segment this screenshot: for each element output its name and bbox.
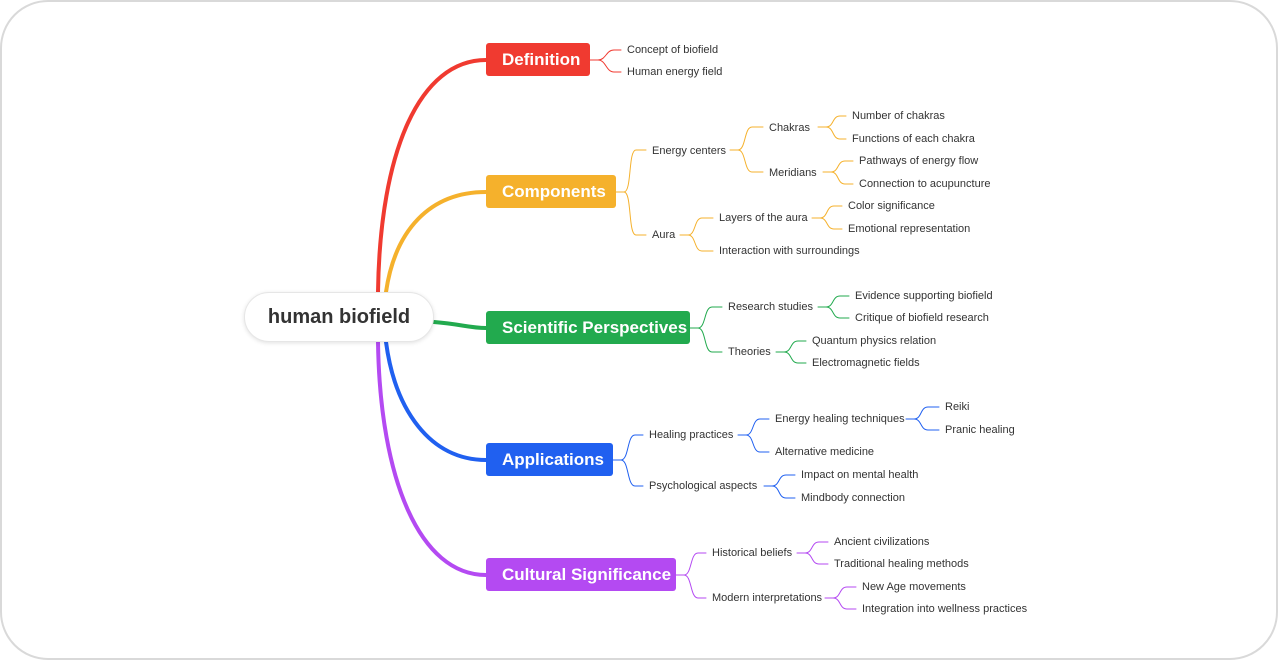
node-evidence-supporting-biofield[interactable]: Evidence supporting biofield [855, 290, 993, 302]
branch-applications[interactable]: Applications [486, 443, 613, 476]
node-traditional-healing-methods[interactable]: Traditional healing methods [834, 558, 969, 570]
node-integration-into-wellness-practices[interactable]: Integration into wellness practices [862, 603, 1028, 615]
node-meridians[interactable]: Meridians [769, 167, 817, 179]
node-theories[interactable]: Theories [728, 346, 771, 358]
node-aura[interactable]: Aura [652, 229, 676, 241]
branch-scientific-perspectives[interactable]: Scientific Perspectives [486, 311, 690, 344]
node-human-energy-field[interactable]: Human energy field [627, 66, 723, 78]
node-psychological-aspects[interactable]: Psychological aspects [649, 480, 758, 492]
node-energy-healing-techniques[interactable]: Energy healing techniques [775, 413, 905, 425]
node-new-age-movements[interactable]: New Age movements [862, 581, 966, 593]
node-pranic-healing[interactable]: Pranic healing [945, 424, 1015, 436]
node-quantum-physics-relation[interactable]: Quantum physics relation [812, 335, 937, 347]
node-interaction-with-surroundings[interactable]: Interaction with surroundings [719, 245, 860, 257]
node-concept-of-biofield[interactable]: Concept of biofield [627, 44, 719, 56]
node-modern-interpretations[interactable]: Modern interpretations [712, 592, 823, 604]
node-mindbody-connection[interactable]: Mindbody connection [801, 492, 905, 504]
node-chakras[interactable]: Chakras [769, 122, 810, 134]
node-electromagnetic-fields[interactable]: Electromagnetic fields [812, 357, 920, 369]
node-ancient-civilizations[interactable]: Ancient civilizations [834, 536, 930, 548]
branch-definition[interactable]: Definition [486, 43, 590, 76]
node-reiki[interactable]: Reiki [945, 401, 970, 413]
node-functions-of-each-chakra[interactable]: Functions of each chakra [852, 133, 975, 145]
node-critique-of-biofield-research[interactable]: Critique of biofield research [855, 312, 989, 324]
node-color-significance[interactable]: Color significance [848, 200, 935, 212]
node-pathways-of-energy-flow[interactable]: Pathways of energy flow [859, 155, 979, 167]
node-number-of-chakras[interactable]: Number of chakras [852, 110, 945, 122]
node-alternative-medicine[interactable]: Alternative medicine [775, 446, 875, 458]
branch-cultural-significance[interactable]: Cultural Significance [486, 558, 676, 591]
node-layers-of-the-aura[interactable]: Layers of the aura [719, 212, 808, 224]
node-connection-to-acupuncture[interactable]: Connection to acupuncture [859, 178, 991, 190]
branch-components[interactable]: Components [486, 175, 616, 208]
node-emotional-representation[interactable]: Emotional representation [848, 223, 971, 235]
node-energy-centers[interactable]: Energy centers [652, 145, 726, 157]
root-node[interactable]: human biofield [244, 292, 434, 342]
node-research-studies[interactable]: Research studies [728, 301, 813, 313]
node-healing-practices[interactable]: Healing practices [649, 429, 734, 441]
node-impact-on-mental-health[interactable]: Impact on mental health [801, 469, 919, 481]
node-historical-beliefs[interactable]: Historical beliefs [712, 547, 793, 559]
